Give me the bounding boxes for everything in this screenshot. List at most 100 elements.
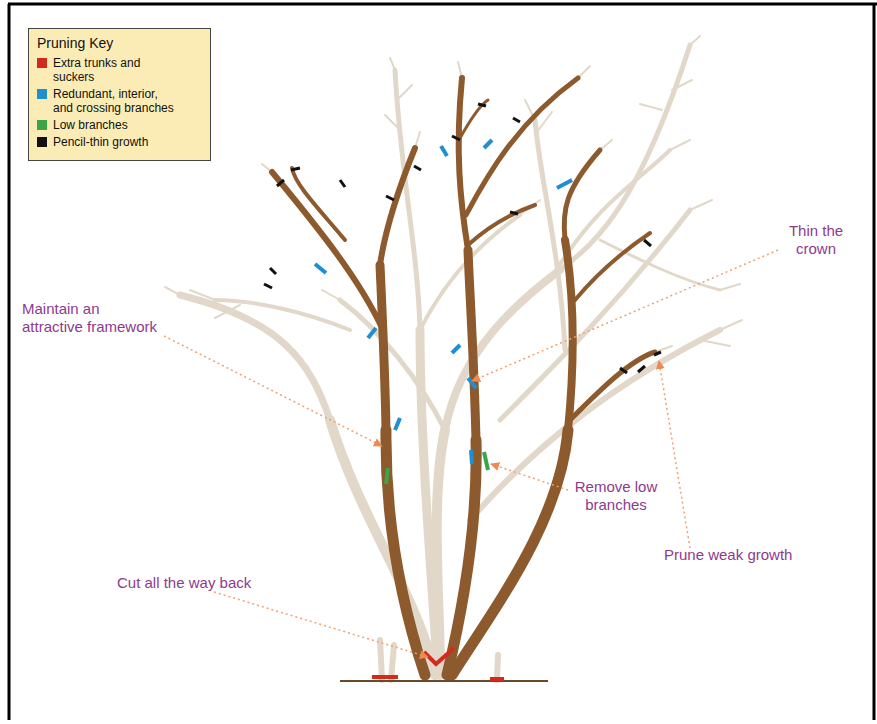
legend-title-slot: Pruning Key <box>37 35 202 51</box>
background-branches-part-part <box>640 104 662 110</box>
cut-marks-blue-part <box>452 345 460 353</box>
background-branches-part <box>600 240 720 290</box>
cut-marks-red-part <box>424 648 454 664</box>
background-branches-part-part <box>700 340 730 346</box>
callout-label: Thin the crown <box>780 222 852 258</box>
main-trunks-part <box>380 148 415 265</box>
background-branches-part <box>500 210 690 420</box>
legend-text: Extra trunks and suckers <box>53 56 177 84</box>
main-trunks-part <box>565 240 573 430</box>
cut-marks-green <box>386 452 488 484</box>
legend-entry: Pencil-thin growth <box>37 135 202 149</box>
background-branches-part-part <box>720 320 742 330</box>
legend-entry: Low branches <box>37 118 202 132</box>
legend-swatch <box>37 89 47 99</box>
background-branches-part-part <box>655 346 672 352</box>
background-branches-part-part <box>720 284 740 290</box>
main-trunks-part <box>386 430 425 675</box>
cut-marks-black <box>264 104 661 373</box>
callout-label: Maintain an attractive framework <box>22 300 161 336</box>
background-branches-part <box>215 300 350 330</box>
background-branches-part <box>555 150 670 272</box>
cut-marks-blue-part <box>368 328 376 338</box>
cut-marks-black-part <box>340 180 345 187</box>
legend-entry: Redundant, interior, and crossing branch… <box>37 87 202 115</box>
background-branches-part-part <box>670 140 690 150</box>
main-trunks-part <box>468 250 476 440</box>
background-branches-part-part <box>190 290 215 300</box>
main-trunks-part <box>459 78 468 250</box>
cut-marks-blue-part <box>471 450 472 464</box>
cut-marks-blue-part <box>468 378 476 388</box>
cut-marks-black-part <box>452 136 460 140</box>
cut-marks-black-part <box>620 368 627 373</box>
background-branches-part <box>420 330 438 675</box>
legend-entry: Extra trunks and suckers <box>37 56 202 84</box>
background-branches-part <box>165 36 742 352</box>
legend-swatch <box>37 58 47 68</box>
cut-marks-black-part <box>277 180 284 186</box>
frame-part <box>8 3 877 6</box>
main-trunks-part <box>292 168 345 240</box>
main-trunks-part <box>570 352 655 420</box>
cut-marks-black-part <box>510 212 518 214</box>
cut-marks-red <box>372 648 504 679</box>
cut-marks-green-part <box>484 452 488 470</box>
background-branches-part-part <box>322 290 340 300</box>
leader-group-part <box>491 464 568 490</box>
main-trunks-part <box>272 172 383 330</box>
legend-text: Redundant, interior, and crossing branch… <box>53 87 177 115</box>
frame-part <box>873 4 876 720</box>
frame-part <box>8 4 11 720</box>
main-trunks-part <box>466 78 578 215</box>
cut-marks-blue-part <box>315 264 326 273</box>
background-branches-part-part <box>690 200 712 210</box>
background-branches-part-part <box>537 112 552 132</box>
legend-swatch <box>37 120 47 130</box>
legend-text: Low branches <box>53 118 177 132</box>
legend-swatch <box>37 137 47 147</box>
leader-group-part <box>472 250 778 381</box>
cut-marks-red-part <box>490 677 504 681</box>
legend-text: Pencil-thin growth <box>53 135 177 149</box>
background-branches-part-part <box>397 85 412 100</box>
cut-marks-blue-part <box>484 140 492 148</box>
cut-marks-black-part <box>386 196 394 200</box>
cut-marks-black-part <box>644 240 651 246</box>
background-branches-part <box>497 655 498 680</box>
cut-marks-black-part <box>478 104 486 106</box>
main-trunks-part <box>575 233 650 300</box>
callout-label: Cut all the way back <box>117 574 251 592</box>
leader-group-part <box>214 592 428 657</box>
cut-marks-black-part <box>654 352 661 355</box>
callout-label: Remove low branches <box>570 478 662 514</box>
background-branches-part-part <box>672 80 692 90</box>
cut-marks-blue <box>315 140 572 464</box>
frame <box>8 4 877 720</box>
legend-items: Extra trunks and suckersRedundant, inter… <box>37 56 202 149</box>
cut-marks-black-part <box>291 168 300 170</box>
background-branches-part <box>470 330 720 520</box>
leader-group-part <box>164 336 382 446</box>
background-branches-part-part <box>390 58 395 70</box>
callout-label: Prune weak growth <box>664 546 792 564</box>
background-branches-part-part <box>578 66 590 78</box>
cut-marks-black-part <box>414 166 421 170</box>
background-branches-part <box>380 640 382 680</box>
cut-marks-green-part <box>386 468 388 484</box>
leader-group <box>164 250 778 657</box>
ground-line <box>340 680 548 682</box>
main-trunks <box>272 78 655 675</box>
main-trunks-part <box>452 430 568 675</box>
background-branches-part <box>330 420 435 675</box>
main-trunks-part <box>380 265 386 430</box>
cut-marks-blue-part <box>395 418 400 430</box>
background-branches-part-part <box>165 287 180 295</box>
cut-marks-black-part <box>270 268 276 274</box>
cut-marks-blue-part <box>441 146 447 156</box>
cut-marks-blue-part <box>557 180 572 188</box>
leader-group-part <box>659 361 690 548</box>
legend-panel: Pruning Key Extra trunks and suckersRedu… <box>28 28 211 161</box>
background-branches-part-part <box>385 115 400 130</box>
background-branches-part <box>340 300 445 430</box>
